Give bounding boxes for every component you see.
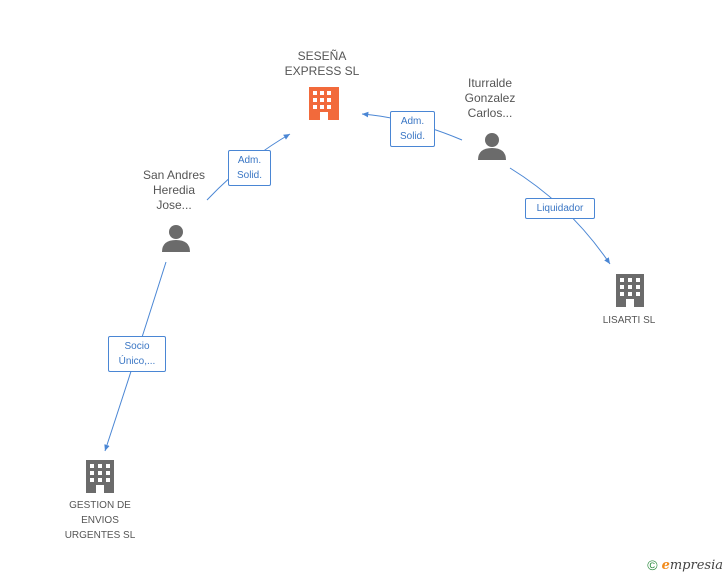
company-lisarti-building-icon[interactable]: [616, 274, 644, 307]
person-iturralde-label-line-2: Gonzalez: [464, 91, 516, 105]
edge-label-san-andres-role-line-1: Adm.: [237, 155, 262, 166]
person-san-andres-label-line-1: San Andres: [142, 168, 206, 182]
company-lisarti-label-line-1: LISARTI SL: [602, 315, 656, 326]
person-iturralde-label-line-1: Iturralde: [467, 76, 513, 90]
person-san-andres-label-line-2: Heredia: [152, 183, 196, 197]
edge-label-iturralde-lisarti-role[interactable]: Liquidador: [525, 198, 595, 219]
footer-brand[interactable]: © empresia: [647, 557, 723, 573]
company-main-building-icon[interactable]: [309, 87, 339, 120]
edge-label-iturralde-main-role[interactable]: Adm. Solid.: [390, 111, 435, 147]
brand-initial: e: [661, 558, 670, 573]
person-iturralde-label-line-3: Carlos...: [467, 106, 513, 120]
edge-label-san-andres-role-line-2: Solid.: [236, 170, 262, 181]
company-gestion-label-line-2: ENVIOS: [81, 515, 119, 526]
person-san-andres-icon[interactable]: [162, 225, 190, 252]
person-iturralde-label[interactable]: Iturralde Gonzalez Carlos...: [438, 76, 542, 121]
company-main-label-line-1: SESEÑA: [297, 49, 347, 63]
edge-label-san-andres-gestion-role-line-1: Socio: [124, 341, 150, 352]
company-gestion-building-icon[interactable]: [86, 460, 114, 493]
company-main-label-line-2: EXPRESS SL: [284, 64, 360, 78]
company-lisarti-label[interactable]: LISARTI SL: [580, 313, 678, 328]
edge-label-iturralde-main-role-line-2: Solid.: [399, 131, 425, 142]
edge-label-san-andres-role[interactable]: Adm. Solid.: [228, 150, 271, 186]
person-san-andres-label[interactable]: San Andres Heredia Jose...: [122, 168, 226, 213]
brand-logo: empresia: [662, 557, 723, 573]
edge-label-san-andres-gestion-role-line-2: Único,...: [118, 356, 156, 367]
edge-label-san-andres-gestion-role[interactable]: Socio Único,...: [108, 336, 166, 372]
company-gestion-label-line-3: URGENTES SL: [64, 530, 136, 541]
company-main-label[interactable]: SESEÑA EXPRESS SL: [266, 49, 378, 79]
company-gestion-label-line-1: GESTION DE: [69, 500, 131, 511]
edge-label-iturralde-main-role-line-1: Adm.: [400, 116, 425, 127]
copyright-icon: ©: [647, 557, 658, 573]
company-gestion-label[interactable]: GESTION DE ENVIOS URGENTES SL: [48, 498, 152, 543]
person-iturralde-icon[interactable]: [478, 133, 506, 160]
person-san-andres-label-line-3: Jose...: [156, 198, 192, 212]
brand-name: mpresia: [669, 558, 723, 573]
edge-label-iturralde-lisarti-role-line-1: Liquidador: [536, 203, 584, 214]
